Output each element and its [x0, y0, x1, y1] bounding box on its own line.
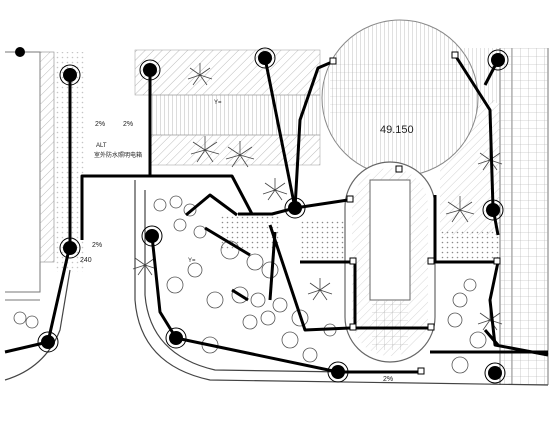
slope-label-4: 2% [383, 376, 393, 383]
circular-plaza [321, 19, 479, 177]
slope-label-1: 2% [95, 121, 105, 128]
light-fixtures [15, 47, 509, 384]
grade-label: 240 [80, 257, 92, 264]
right-grid-paving [500, 48, 548, 385]
gravel-patch-1 [300, 220, 345, 260]
top-paving-band [149, 94, 321, 136]
note-text: 室外防水照明电箱 [94, 151, 142, 159]
tree-canopies [13, 195, 487, 374]
slope-label-3: 2% [92, 242, 102, 249]
left-wall-hatch [39, 51, 55, 263]
lighting-cable-routes [4, 54, 549, 374]
palm-trees [132, 63, 503, 331]
mid-hatch-band [149, 134, 321, 166]
gravel-patch-2 [440, 230, 500, 260]
junction-boxes [329, 51, 501, 375]
note-code: ALT [96, 143, 107, 149]
top-hatch-band [134, 49, 321, 96]
coord-label-1: Y= [214, 100, 222, 106]
central-oval-feature [344, 161, 436, 363]
slope-label-2: 2% [123, 121, 133, 128]
coord-label-2: Y= [188, 258, 196, 264]
lawn-boundary [4, 180, 549, 386]
elevation-label: 49.150 [380, 124, 414, 136]
